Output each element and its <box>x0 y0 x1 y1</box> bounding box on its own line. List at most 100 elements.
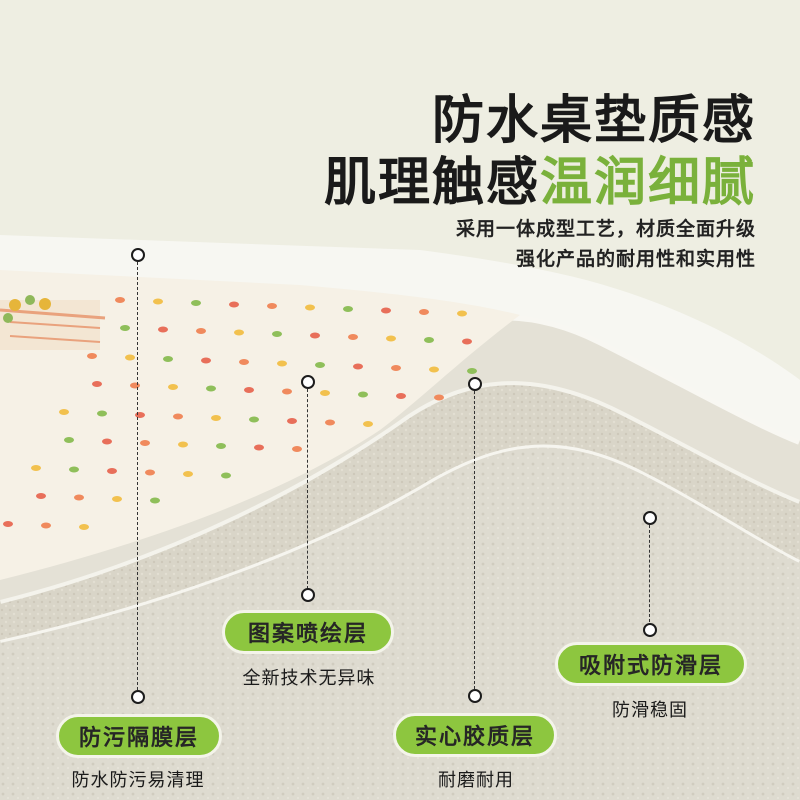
print-dot <box>64 437 74 443</box>
dot-print-pattern <box>3 297 477 530</box>
print-dot <box>211 415 221 421</box>
print-dot <box>310 332 320 339</box>
layer-label-print: 图案喷绘层 <box>222 610 394 654</box>
print-dot <box>201 357 211 364</box>
print-layer-surface <box>0 270 520 580</box>
headline-line-2-accent: 温润细腻 <box>539 153 756 213</box>
headline-line-2: 肌理触感温润细腻 <box>324 140 756 215</box>
print-dot <box>216 443 226 449</box>
print-dot <box>358 391 368 398</box>
layer-label-rubber: 实心胶质层 <box>393 713 557 757</box>
house-print-pattern <box>0 295 106 350</box>
layer-label-membrane: 防污隔膜层 <box>56 714 222 758</box>
membrane-layer <box>0 315 800 600</box>
print-dot <box>3 521 13 527</box>
callout-dot-membrane-top <box>131 248 145 262</box>
print-dot <box>140 440 150 446</box>
print-dot <box>79 524 89 530</box>
print-dot <box>396 393 406 399</box>
print-dot <box>191 300 201 306</box>
print-dot <box>130 382 140 389</box>
print-dot <box>419 309 429 315</box>
print-dot <box>272 331 282 337</box>
print-dot <box>229 301 239 308</box>
callout-dot-antislip-bottom <box>643 623 657 637</box>
print-dot <box>168 384 178 390</box>
subtitle-line-2: 强化产品的耐用性和实用性 <box>515 248 756 270</box>
print-dot <box>145 469 155 476</box>
rubber-layer <box>0 381 800 640</box>
print-dot <box>282 388 292 395</box>
layer-caption-membrane: 防水防污易清理 <box>71 770 205 791</box>
print-dot <box>348 334 358 340</box>
print-dot <box>305 304 315 311</box>
print-dot <box>163 356 173 362</box>
print-dot <box>343 306 353 312</box>
layer-caption-rubber: 耐磨耐用 <box>438 770 514 791</box>
print-dot <box>391 365 401 371</box>
print-dot <box>254 444 264 451</box>
print-dot <box>115 297 125 303</box>
anti-slip-layer <box>0 444 800 800</box>
print-dot <box>92 381 102 387</box>
callout-line-rubber <box>474 391 475 689</box>
print-dot <box>97 410 107 417</box>
print-dot <box>150 497 160 504</box>
print-dot <box>315 362 325 368</box>
print-dot <box>125 354 135 361</box>
print-dot <box>287 418 297 424</box>
print-dot <box>206 385 216 392</box>
print-dot <box>434 394 444 401</box>
callout-dot-rubber-top <box>468 377 482 391</box>
callout-line-membrane <box>137 262 138 690</box>
print-dot <box>112 496 122 502</box>
print-dot <box>36 493 46 499</box>
print-dot <box>120 325 130 331</box>
print-dot <box>424 337 434 343</box>
callout-dot-print-bottom <box>301 588 315 602</box>
print-dot <box>467 368 477 374</box>
print-dot <box>221 472 231 479</box>
layer-label-antislip: 吸附式防滑层 <box>555 642 747 686</box>
print-dot <box>173 413 183 420</box>
print-dot <box>158 326 168 333</box>
callout-dot-print-top <box>301 375 315 389</box>
callout-line-print <box>307 389 308 589</box>
layer-caption-print: 全新技术无异味 <box>242 668 376 689</box>
print-dot <box>107 468 117 474</box>
print-dot <box>87 353 97 359</box>
print-dot <box>69 466 79 473</box>
print-dot <box>462 338 472 345</box>
print-dot <box>386 335 396 342</box>
print-dot <box>292 446 302 452</box>
print-dot <box>353 363 363 370</box>
print-dot <box>320 390 330 396</box>
print-dot <box>102 438 112 445</box>
print-dot <box>381 307 391 314</box>
print-dot <box>249 416 259 423</box>
callout-dot-rubber-bottom <box>468 689 482 703</box>
print-dot <box>429 366 439 373</box>
callout-dot-antislip-top <box>643 511 657 525</box>
print-dot <box>183 471 193 477</box>
headline-line-2-dark: 肌理触感 <box>323 153 540 213</box>
headline-line-1: 防水桌垫质感 <box>431 91 756 151</box>
callout-dot-membrane-bottom <box>131 690 145 704</box>
print-dot <box>457 310 467 317</box>
print-dot <box>363 421 373 427</box>
print-dot <box>59 409 69 415</box>
callout-line-antislip <box>649 525 650 622</box>
print-dot <box>234 329 244 336</box>
print-dot <box>239 359 249 365</box>
print-dot <box>31 465 41 471</box>
print-dot <box>325 419 335 426</box>
print-dot <box>277 360 287 367</box>
print-dot <box>153 298 163 305</box>
print-dot <box>178 441 188 448</box>
print-dot <box>196 328 206 334</box>
print-dot <box>244 387 254 393</box>
print-dot <box>267 303 277 309</box>
print-dot <box>41 522 51 529</box>
